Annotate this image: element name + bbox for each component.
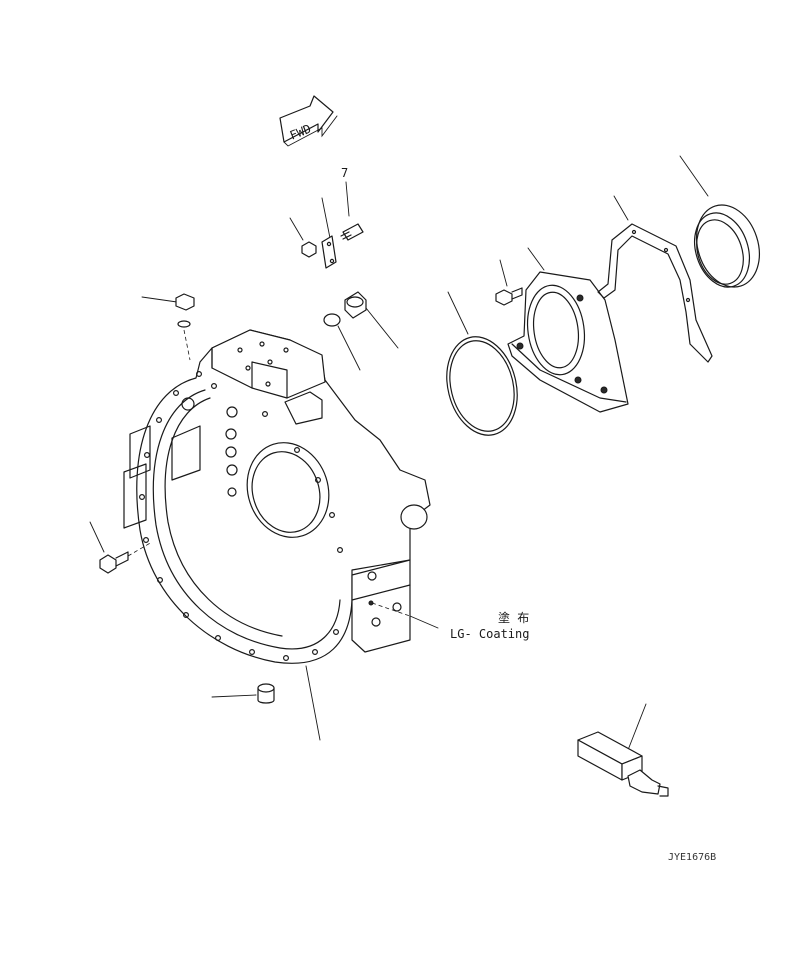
plug-bottom	[211, 683, 275, 704]
coating-jp-label: 塗 布	[498, 610, 529, 625]
nut-and-plate	[289, 197, 337, 269]
bolt-left-top	[141, 293, 195, 361]
callout-7-label: 7	[341, 166, 348, 180]
coating-en-label: LG- Coating	[450, 627, 529, 641]
flywheel-housing	[123, 329, 431, 741]
o-ring	[446, 291, 518, 436]
seal-housing	[495, 247, 629, 413]
fwd-arrow: FWD	[279, 95, 338, 147]
coating-callout: 塗 布 LG- Coating	[368, 600, 529, 641]
drawing-code: JYE1676B	[668, 852, 716, 863]
flange-holes	[139, 371, 344, 661]
bolt-left-side	[89, 521, 153, 574]
gasket	[597, 195, 713, 363]
plug-washer	[323, 291, 399, 371]
bolt-top: 7	[340, 166, 364, 241]
oil-seal	[679, 155, 760, 288]
seal-tool	[577, 703, 669, 797]
